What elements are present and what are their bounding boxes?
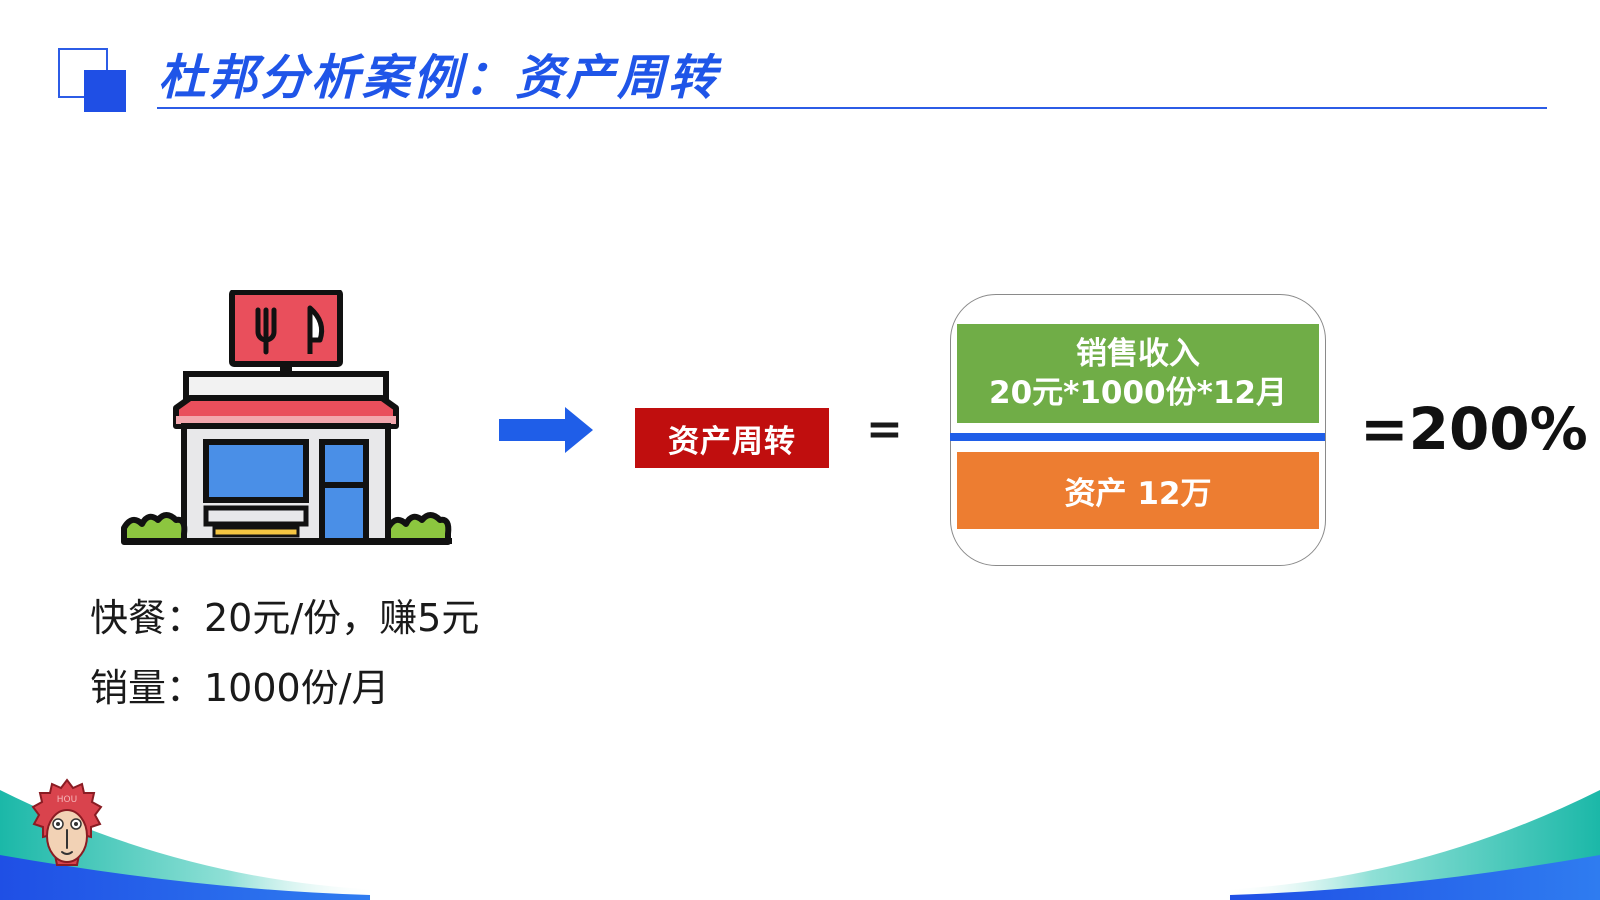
right-arrow-icon	[499, 407, 593, 453]
result-value: =200%	[1360, 395, 1588, 463]
mascot-text: HOU	[57, 795, 77, 805]
fraction-bar	[950, 433, 1325, 441]
storefront-icon	[121, 290, 452, 545]
sales-volume-description: 销量：1000份/月	[90, 666, 390, 710]
title-underline	[157, 107, 1547, 109]
equals-sign: =	[866, 404, 903, 455]
numerator-formula: 20元*1000份*12月	[989, 374, 1287, 411]
denominator-box: 资产 12万	[957, 452, 1319, 529]
page-title: 杜邦分析案例：资产周转	[158, 50, 720, 106]
fraction-box: 销售收入 20元*1000份*12月 资产 12万	[950, 294, 1326, 566]
logo-solid-square	[84, 70, 126, 112]
asset-turnover-label: 资产周转	[635, 408, 829, 468]
price-description: 快餐：20元/份，赚5元	[90, 596, 480, 640]
numerator-box: 销售收入 20元*1000份*12月	[957, 324, 1319, 423]
footer-waves	[0, 790, 1600, 900]
monkey-mascot-icon: HOU	[31, 778, 103, 866]
header-logo-mark	[58, 48, 128, 114]
numerator-title: 销售收入	[1076, 335, 1200, 372]
